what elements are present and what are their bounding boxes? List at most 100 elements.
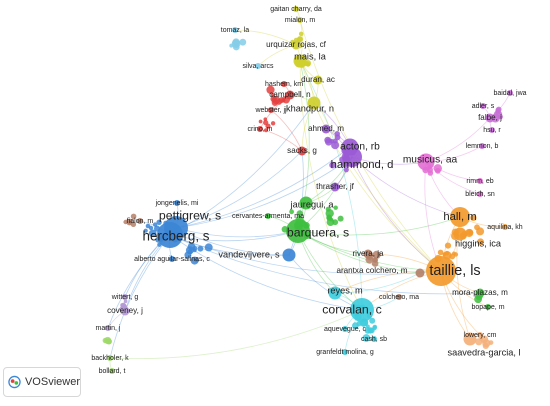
author-node-hercberg[interactable] [157,222,183,248]
author-node-bopape[interactable] [485,304,491,310]
author-label-bollard[interactable]: bollard, t [99,368,126,375]
author-node-saavedra[interactable] [463,332,477,346]
author-label-falbe[interactable]: falbe, j [478,113,502,122]
author-node-bleich[interactable] [477,191,483,197]
author-label-hammond[interactable]: hammond, d [331,159,394,171]
author-label-fialon[interactable]: fialon, m [127,218,154,225]
author-label-backholer[interactable]: backholer, k [91,355,129,362]
author-label-jongenelis[interactable]: jongenelis, mi [155,200,199,207]
author-node-mialon[interactable] [297,17,303,23]
author-node-webster[interactable] [268,107,274,113]
author-label-colchero[interactable]: colchero, ma [379,294,419,301]
author-node-sacks[interactable] [297,146,307,156]
author-label-coveney[interactable]: coveney, j [107,306,143,315]
author-node-musicus[interactable] [417,153,435,171]
author-node-jongenelis[interactable] [174,200,180,206]
author-node-hammond[interactable] [342,147,362,167]
author-node-lemmon[interactable] [479,143,485,149]
author-label-sacks[interactable]: sacks, g [287,146,317,155]
author-node-mora[interactable] [475,288,485,298]
author-node-taillie[interactable] [426,256,456,286]
author-node-khandpur[interactable] [307,96,321,110]
author-node-gaitan[interactable] [293,6,299,12]
author-node-cash[interactable] [371,336,377,342]
author-node-thrasher[interactable] [330,182,340,192]
author-label-thrasher[interactable]: thrasher, jf [316,182,355,191]
author-node-martin[interactable] [105,325,111,331]
author-label-bopape[interactable]: bopape, m [471,304,504,311]
author-node-barquera[interactable] [286,219,310,243]
author-node-arantxa[interactable] [415,268,425,278]
author-label-arantxa[interactable]: arantxa colchero, m [336,266,407,275]
author-label-rivera[interactable]: rivera, ja [352,249,384,258]
author-node-corvalan[interactable] [350,298,374,322]
author-label-pettigrew[interactable]: pettigrew, s [159,208,221,222]
author-node-adler[interactable] [480,103,486,109]
author-node-hashem[interactable] [281,81,287,87]
author-label-cervantes[interactable]: cervantes-armenta, ma [232,213,304,220]
author-label-higgins[interactable]: higgins, ica [455,238,502,248]
author-node-tomaz[interactable] [232,27,238,33]
author-node-baidal[interactable] [507,90,513,96]
author-label-martin[interactable]: martin, j [96,325,121,332]
vosviewer-badge[interactable]: VOSviewer [3,367,81,397]
author-node-jauregui[interactable] [299,196,313,210]
author-label-corvalan[interactable]: corvalan, c [322,302,381,316]
author-label-hall[interactable]: hall, m [443,211,476,223]
author-node-hall[interactable] [450,207,470,227]
author-label-urquizar[interactable]: urquizar rojas, cf [266,40,327,49]
author-node-backholer[interactable] [107,355,113,361]
author-node-lowery[interactable] [477,332,483,338]
author-node-ahmed[interactable] [321,124,331,134]
author-label-jauregui[interactable]: jauregui, a [290,199,335,209]
author-label-vandevijvere[interactable]: vandevijvere, s [218,249,280,259]
author-label-aquilina[interactable]: aquilina, kh [487,224,523,231]
author-label-silva[interactable]: silva, arcs [242,63,274,70]
author-node-fialon[interactable] [137,218,143,224]
author-label-lemmon[interactable]: lemmon, b [466,143,499,150]
author-label-wittert[interactable]: wittert, g [111,294,139,301]
author-node-higgins[interactable] [453,227,467,241]
author-node-duran[interactable] [313,75,323,85]
author-label-granfeldt[interactable]: granfeldt molina, g [316,349,374,356]
author-label-hashem[interactable]: hashem, km [265,81,303,88]
author-label-tomaz[interactable]: tomaz, la [221,27,250,34]
author-node-alberto[interactable] [169,256,175,262]
author-node-rivera[interactable] [363,249,373,259]
author-node-mais[interactable] [293,54,307,68]
author-label-mora[interactable]: mora-plazas, m [452,288,508,297]
author-label-aquevegue[interactable]: aquevegue, c [324,326,367,333]
author-label-duran[interactable]: duran, ac [301,75,335,84]
author-label-musicus[interactable]: musicus, aa [403,155,458,166]
author-label-adler[interactable]: adler, s [472,103,495,110]
author-label-webster[interactable]: webster, jj [254,107,287,114]
author-label-alberto[interactable]: alberto aguilar-salinas, c [134,256,210,263]
author-node-reyes[interactable] [328,286,342,300]
author-label-rimm[interactable]: rimm, eb [466,178,493,185]
author-node-falbe[interactable] [485,113,495,123]
author-label-hsu[interactable]: hsu, r [483,127,501,134]
author-label-gaitan[interactable]: gaitan charry, da [270,6,322,13]
author-node-campbell[interactable] [285,90,295,100]
author-node-colchero[interactable] [396,294,402,300]
author-label-hercberg[interactable]: hercberg, s [143,229,210,244]
author-node-aquevegue[interactable] [342,326,348,332]
author-label-mialon[interactable]: mialon, m [285,17,316,24]
author-node-granfeldt[interactable] [342,349,348,355]
author-node-hsu[interactable] [489,127,495,133]
author-label-bleich[interactable]: bleich, sn [465,191,495,198]
author-node-wittert[interactable] [122,294,128,300]
author-label-saavedra[interactable]: saavedra-garcia, l [447,347,520,357]
author-node-silva[interactable] [255,63,261,69]
author-node-bollard[interactable] [109,368,115,374]
author-label-taillie[interactable]: taillie, ls [429,263,480,279]
author-label-campbell[interactable]: campbell, n [269,90,310,99]
author-node-urquizar[interactable] [291,40,301,50]
author-label-lowery[interactable]: lowery, cm [464,332,497,339]
author-label-reyes[interactable]: reyes, m [327,285,363,295]
author-label-cash[interactable]: cash, sb [361,336,387,343]
author-label-mais[interactable]: mais, la [294,51,327,61]
author-label-ahmed[interactable]: ahmed, m [308,124,344,133]
author-label-acton[interactable]: acton, rb [340,142,380,153]
author-node-crino[interactable] [257,126,263,132]
